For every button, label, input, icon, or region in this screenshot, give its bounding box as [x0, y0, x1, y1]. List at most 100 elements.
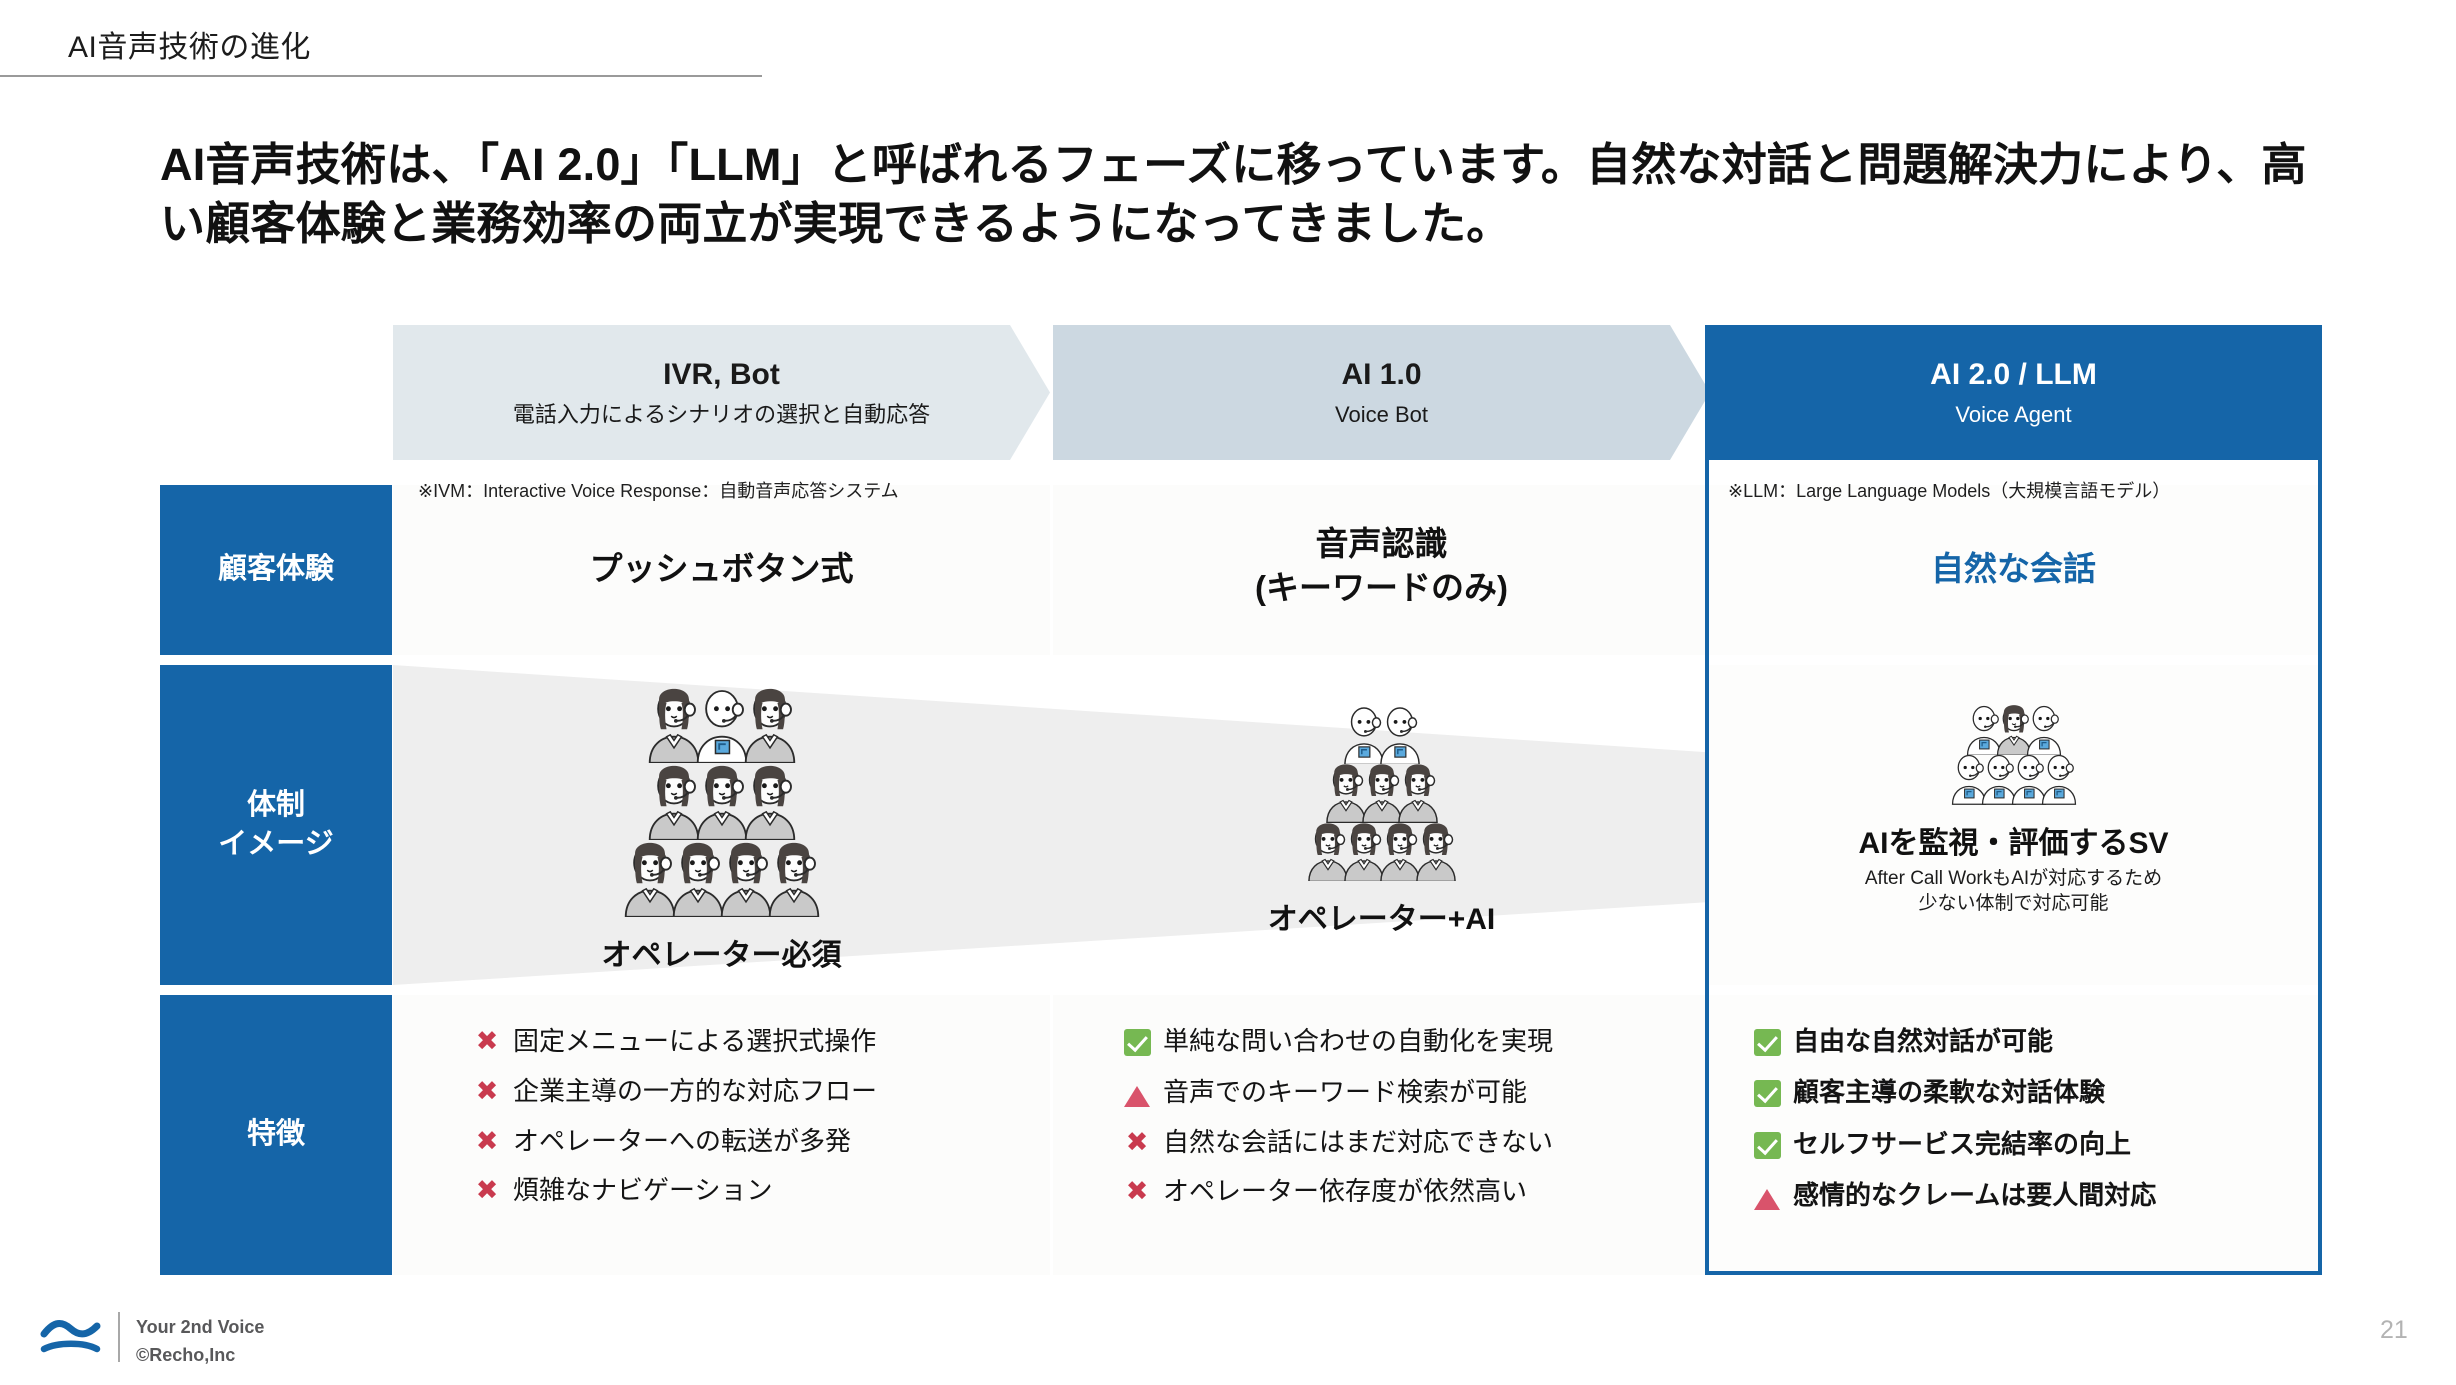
- org-caption: AIを監視・評価するSV: [1858, 826, 2169, 860]
- footer-brand: Your 2nd Voice ©Recho,Inc: [136, 1314, 264, 1370]
- people-row: [624, 831, 819, 922]
- cross-icon: ✖: [475, 1075, 499, 1106]
- cx-line2: (キーワードのみ): [1255, 569, 1508, 607]
- row-label-text-line2: イメージ: [218, 828, 334, 860]
- check-icon: [1750, 1128, 1784, 1163]
- wave-approx-logo-icon: [40, 1320, 101, 1353]
- cross-icon: ✖: [1125, 1176, 1149, 1207]
- footer-divider: [118, 1312, 120, 1362]
- operator-icon: [718, 831, 774, 922]
- phase-title: AI 2.0 / LLM: [1930, 358, 2097, 392]
- slide-kicker: AI音声技術の進化: [68, 31, 311, 64]
- footer-brand-line1: Your 2nd Voice: [136, 1317, 265, 1337]
- footer-brand-line2: ©Recho,Inc: [136, 1344, 236, 1365]
- org-image-ai20: AIを監視・評価するSV After Call WorkもAIが対応するため 少…: [1705, 697, 2322, 917]
- people-row: [1325, 755, 1438, 827]
- people-row: [1966, 697, 2061, 760]
- page-number: 21: [2380, 1316, 2408, 1344]
- row-label-features: 特徴: [160, 995, 392, 1275]
- feature-list-ai20: 自由な自然対話が可能顧客主導の柔軟な対話体験セルフサービス完結率の向上感情的なク…: [1750, 1025, 2330, 1228]
- people-row: [648, 754, 795, 845]
- feature-item: 音声でのキーワード検索が可能: [1120, 1076, 1730, 1109]
- org-subcaption-line1: After Call WorkもAIが対応するため: [1864, 867, 2163, 889]
- warning-triangle-icon: [1750, 1179, 1784, 1212]
- phase-header-ivr: IVR, Bot 電話入力によるシナリオの選択と自動応答: [393, 325, 1050, 460]
- cross-icon: ✖: [475, 1125, 499, 1156]
- feature-item-label: オペレーターへの転送が多発: [513, 1125, 852, 1156]
- check-icon: [1750, 1025, 1784, 1060]
- robot-icon: [1980, 746, 2018, 809]
- cx-line1: 音声認識: [1315, 525, 1448, 562]
- operator-icon: [1324, 755, 1368, 827]
- cx-line1: プッシュボタン式: [589, 550, 854, 587]
- feature-item: セルフサービス完結率の向上: [1750, 1128, 2330, 1163]
- feature-item-label: セルフサービス完結率の向上: [1793, 1128, 2132, 1159]
- phase-header-ai20-llm: AI 2.0 / LLM Voice Agent: [1705, 325, 2322, 460]
- cx-line1: 自然な会話: [1931, 550, 2096, 587]
- cross-icon: ✖: [1125, 1126, 1149, 1157]
- org-image-ai10: オペレーター+AI: [1053, 697, 1710, 938]
- people-row: [648, 677, 795, 768]
- feature-item-label: 顧客主導の柔軟な対話体験: [1793, 1077, 2106, 1108]
- feature-item-label: 音声でのキーワード検索が可能: [1163, 1077, 1528, 1108]
- people-group: [1951, 697, 2076, 810]
- operator-icon: [1360, 755, 1404, 827]
- feature-item: ✖ 自然な会話にはまだ対応できない: [1120, 1126, 1730, 1160]
- ai20-highlight-outline: [1705, 325, 2322, 1275]
- feature-item: ✖固定メニューによる選択式操作: [470, 1025, 1070, 1059]
- feature-item-label: 感情的なクレームは要人間対応: [1793, 1179, 2157, 1210]
- operator-icon: [766, 831, 822, 922]
- org-image-ivr: オペレーター必須: [393, 677, 1050, 974]
- row-label-text: 特徴: [246, 1118, 305, 1151]
- feature-item: ✖ オペレーター依存度が依然高い: [1120, 1175, 1730, 1209]
- robot-icon: [694, 677, 750, 768]
- phase-subtitle: Voice Bot: [1335, 401, 1428, 427]
- feature-item-label: 単純な問い合わせの自動化を実現: [1163, 1026, 1554, 1056]
- row-label-organization: 体制 イメージ: [160, 665, 392, 985]
- feature-item-label: 企業主導の一方的な対応フロー: [513, 1075, 878, 1106]
- phase-subtitle: 電話入力によるシナリオの選択と自動応答: [512, 401, 931, 427]
- people-group: [624, 677, 819, 922]
- panel-feat-ivr: [393, 995, 1050, 1275]
- feature-item-label: オペレーター依存度が依然高い: [1163, 1176, 1528, 1207]
- feature-item: 感情的なクレームは要人間対応: [1750, 1179, 2330, 1212]
- feature-item: 顧客主導の柔軟な対話体験: [1750, 1076, 2330, 1111]
- operator-icon: [1306, 814, 1350, 886]
- feature-item-label: 煩雑なナビゲーション: [513, 1175, 773, 1206]
- operator-icon: [622, 831, 678, 922]
- robot-icon: [1378, 697, 1422, 769]
- feature-item-label: 自由な自然対話が可能: [1793, 1026, 2054, 1056]
- footnote-llm: ※LLM：Large Language Models（大規模言語モデル）: [1728, 481, 2171, 501]
- operator-icon: [646, 677, 702, 768]
- feature-item: 単純な問い合わせの自動化を実現: [1120, 1025, 1730, 1060]
- operator-icon: [742, 677, 798, 768]
- people-group: [1307, 697, 1456, 886]
- feature-list-ai10: 単純な問い合わせの自動化を実現音声でのキーワード検索が可能 ✖ 自然な会話にはまだ対…: [1120, 1025, 1730, 1225]
- panel-feat-ai20: [1705, 995, 2322, 1275]
- cx-value-ai20: 自然な会話: [1705, 547, 2322, 591]
- feature-item: 自由な自然対話が可能: [1750, 1025, 2330, 1060]
- cx-value-ai10: 音声認識 (キーワードのみ): [1053, 522, 1710, 610]
- panel-cx-ivr: [393, 485, 1050, 655]
- people-row: [1951, 746, 2076, 809]
- row-label-text: 顧客体験: [217, 553, 334, 586]
- cx-value-ivr: プッシュボタン式: [393, 547, 1050, 591]
- panel-cx-ai10: [1053, 485, 1710, 655]
- org-caption: オペレーター必須: [601, 938, 842, 972]
- phase-subtitle: Voice Agent: [1955, 401, 2072, 427]
- evolution-diagram: IVR, Bot 電話入力によるシナリオの選択と自動応答 AI 1.0 Voic…: [0, 325, 2456, 1285]
- feature-item-label: 自然な会話にはまだ対応できない: [1163, 1126, 1554, 1157]
- operator-icon: [742, 754, 798, 845]
- supervisor-icon: [1995, 697, 2033, 760]
- operator-icon: [1414, 814, 1458, 886]
- kicker-divider: [0, 75, 762, 77]
- phase-title: IVR, Bot: [663, 358, 780, 392]
- operator-icon: [670, 831, 726, 922]
- operator-icon: [1378, 814, 1422, 886]
- panel-feat-ai10: [1053, 995, 1710, 1275]
- robot-icon: [2040, 746, 2078, 809]
- feature-item: ✖ オペレーターへの転送が多発: [470, 1125, 1070, 1159]
- check-icon: [1120, 1025, 1154, 1060]
- row-label-text-line1: 体制: [246, 788, 305, 821]
- row-label-customer-experience: 顧客体験: [160, 485, 392, 655]
